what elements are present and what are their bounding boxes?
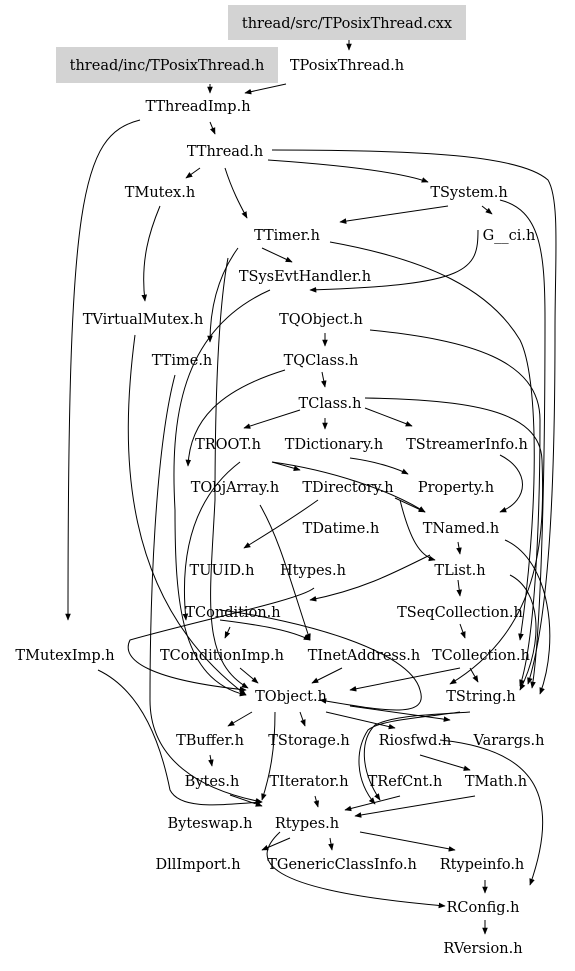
node-troot-h[interactable]: TROOT.h xyxy=(195,437,261,453)
node-property-h[interactable]: Property.h xyxy=(418,480,494,496)
node-rtypeinfo-h[interactable]: Rtypeinfo.h xyxy=(440,857,525,873)
node-rversion-h[interactable]: RVersion.h xyxy=(443,941,522,957)
node-tmuteximp-h[interactable]: TMutexImp.h xyxy=(15,648,114,664)
node-tvirtualmutex-h[interactable]: TVirtualMutex.h xyxy=(83,312,204,328)
node-tobject-h[interactable]: TObject.h xyxy=(255,689,327,705)
node-tqclass-h[interactable]: TQClass.h xyxy=(284,353,359,369)
node-tcollection-h[interactable]: TCollection.h xyxy=(432,648,530,664)
node-tposixthread-h[interactable]: TPosixThread.h xyxy=(290,58,404,74)
node-tposixthread-cxx[interactable]: thread/src/TPosixThread.cxx xyxy=(242,16,452,32)
node-g-ci-h[interactable]: G__ci.h xyxy=(483,228,536,244)
node-byteswap-h[interactable]: Byteswap.h xyxy=(168,816,253,832)
node-tseqcollection-h[interactable]: TSeqCollection.h xyxy=(397,605,523,621)
node-tgenericclassinfo-h[interactable]: TGenericClassInfo.h xyxy=(267,857,417,873)
node-tsysevthandler-h[interactable]: TSysEvtHandler.h xyxy=(239,269,371,285)
node-tstring-h[interactable]: TString.h xyxy=(446,689,516,705)
node-varargs-h[interactable]: Varargs.h xyxy=(473,733,545,749)
node-tinetaddress-h[interactable]: TInetAddress.h xyxy=(308,648,421,664)
node-tstreamerinfo-h[interactable]: TStreamerInfo.h xyxy=(406,437,528,453)
node-tstorage-h[interactable]: TStorage.h xyxy=(268,733,350,749)
node-ttime-h[interactable]: TTime.h xyxy=(152,353,213,369)
node-tnamed-h[interactable]: TNamed.h xyxy=(423,521,500,537)
node-tcondition-h[interactable]: TCondition.h xyxy=(185,605,280,621)
node-tdatime-h[interactable]: TDatime.h xyxy=(303,521,380,537)
highlight-box-header xyxy=(56,47,278,83)
highlight-box-source xyxy=(228,5,466,40)
node-bytes-h[interactable]: Bytes.h xyxy=(185,774,240,790)
node-ttimer-h[interactable]: TTimer.h xyxy=(254,228,320,244)
node-tthreadimp-h[interactable]: TThreadImp.h xyxy=(145,99,250,115)
node-tlist-h[interactable]: TList.h xyxy=(434,563,485,579)
node-tbuffer-h[interactable]: TBuffer.h xyxy=(176,733,244,749)
node-rtypes-h[interactable]: Rtypes.h xyxy=(275,816,339,832)
dependency-edges xyxy=(65,40,557,935)
node-tconditionimp-h[interactable]: TConditionImp.h xyxy=(160,648,284,664)
node-tclass-h[interactable]: TClass.h xyxy=(299,396,362,412)
node-labels: thread/src/TPosixThread.cxx thread/inc/T… xyxy=(15,16,544,957)
node-tthread-h[interactable]: TThread.h xyxy=(187,144,263,160)
node-dllimport-h[interactable]: DllImport.h xyxy=(155,857,240,873)
node-tuuid-h[interactable]: TUUID.h xyxy=(190,563,255,579)
node-titerator-h[interactable]: TIterator.h xyxy=(269,774,348,790)
node-htypes-h[interactable]: Htypes.h xyxy=(280,563,346,579)
node-tmutex-h[interactable]: TMutex.h xyxy=(125,185,195,201)
node-tobjarray-h[interactable]: TObjArray.h xyxy=(191,480,280,496)
node-tposixthread-h-inc[interactable]: thread/inc/TPosixThread.h xyxy=(70,58,265,74)
node-trefcnt-h[interactable]: TRefCnt.h xyxy=(368,774,443,790)
node-tsystem-h[interactable]: TSystem.h xyxy=(430,185,507,201)
node-rconfig-h[interactable]: RConfig.h xyxy=(447,900,520,916)
node-tdictionary-h[interactable]: TDictionary.h xyxy=(285,437,383,453)
node-tmath-h[interactable]: TMath.h xyxy=(465,774,527,790)
node-tqobject-h[interactable]: TQObject.h xyxy=(279,312,363,328)
node-tdirectory-h[interactable]: TDirectory.h xyxy=(302,480,393,496)
node-riosfwd-h[interactable]: Riosfwd.h xyxy=(379,733,452,749)
